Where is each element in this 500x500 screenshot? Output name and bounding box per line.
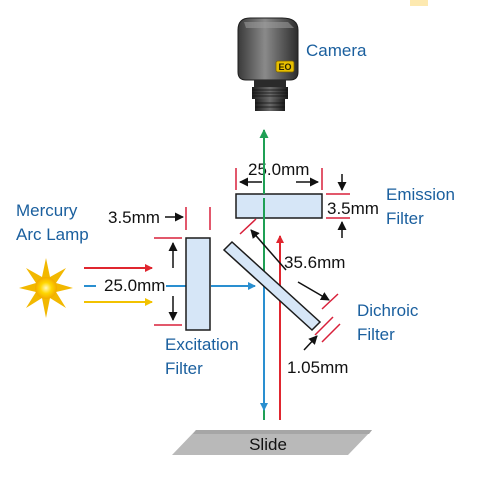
emission-width-label: 25.0mm [248,160,309,179]
camera-logo-text: EO [278,62,291,72]
dichroic-length-dimension [239,218,339,310]
excitation-height-label: 25.0mm [104,276,165,295]
emission-thickness-dimension [326,174,350,238]
emission-filter [235,193,323,219]
excitation-filter [185,237,211,331]
slide-label: Slide [249,435,287,454]
emission-width-dimension [235,168,323,190]
excitation-thickness-dimension [165,207,211,230]
camera-label: Camera [306,41,367,60]
corner-mark [410,0,428,6]
dichroic-thickness-label: 1.05mm [287,358,348,377]
lamp-label-line1: Mercury [16,201,78,220]
excitation-thickness-label: 3.5mm [108,208,160,227]
dichroic-thickness-dimension [303,316,341,351]
excitation-filter-label-line2: Filter [165,359,203,378]
excitation-height-dimension [154,237,182,326]
dichroic-length-label: 35.6mm [284,253,345,272]
dichroic-filter [222,240,322,332]
slide [172,430,372,455]
sun-burst-icon [19,258,73,318]
emission-filter-label-line1: Emission [386,185,455,204]
camera-icon [237,17,299,111]
camera-logo [275,60,295,73]
emission-thickness-label: 3.5mm [327,199,379,218]
lamp-label-line2: Arc Lamp [16,225,89,244]
emission-filter-label-line2: Filter [386,209,424,228]
dichroic-filter-label-line2: Filter [357,325,395,344]
excitation-filter-label-line1: Excitation [165,335,239,354]
dichroic-filter-label-line1: Dichroic [357,301,419,320]
